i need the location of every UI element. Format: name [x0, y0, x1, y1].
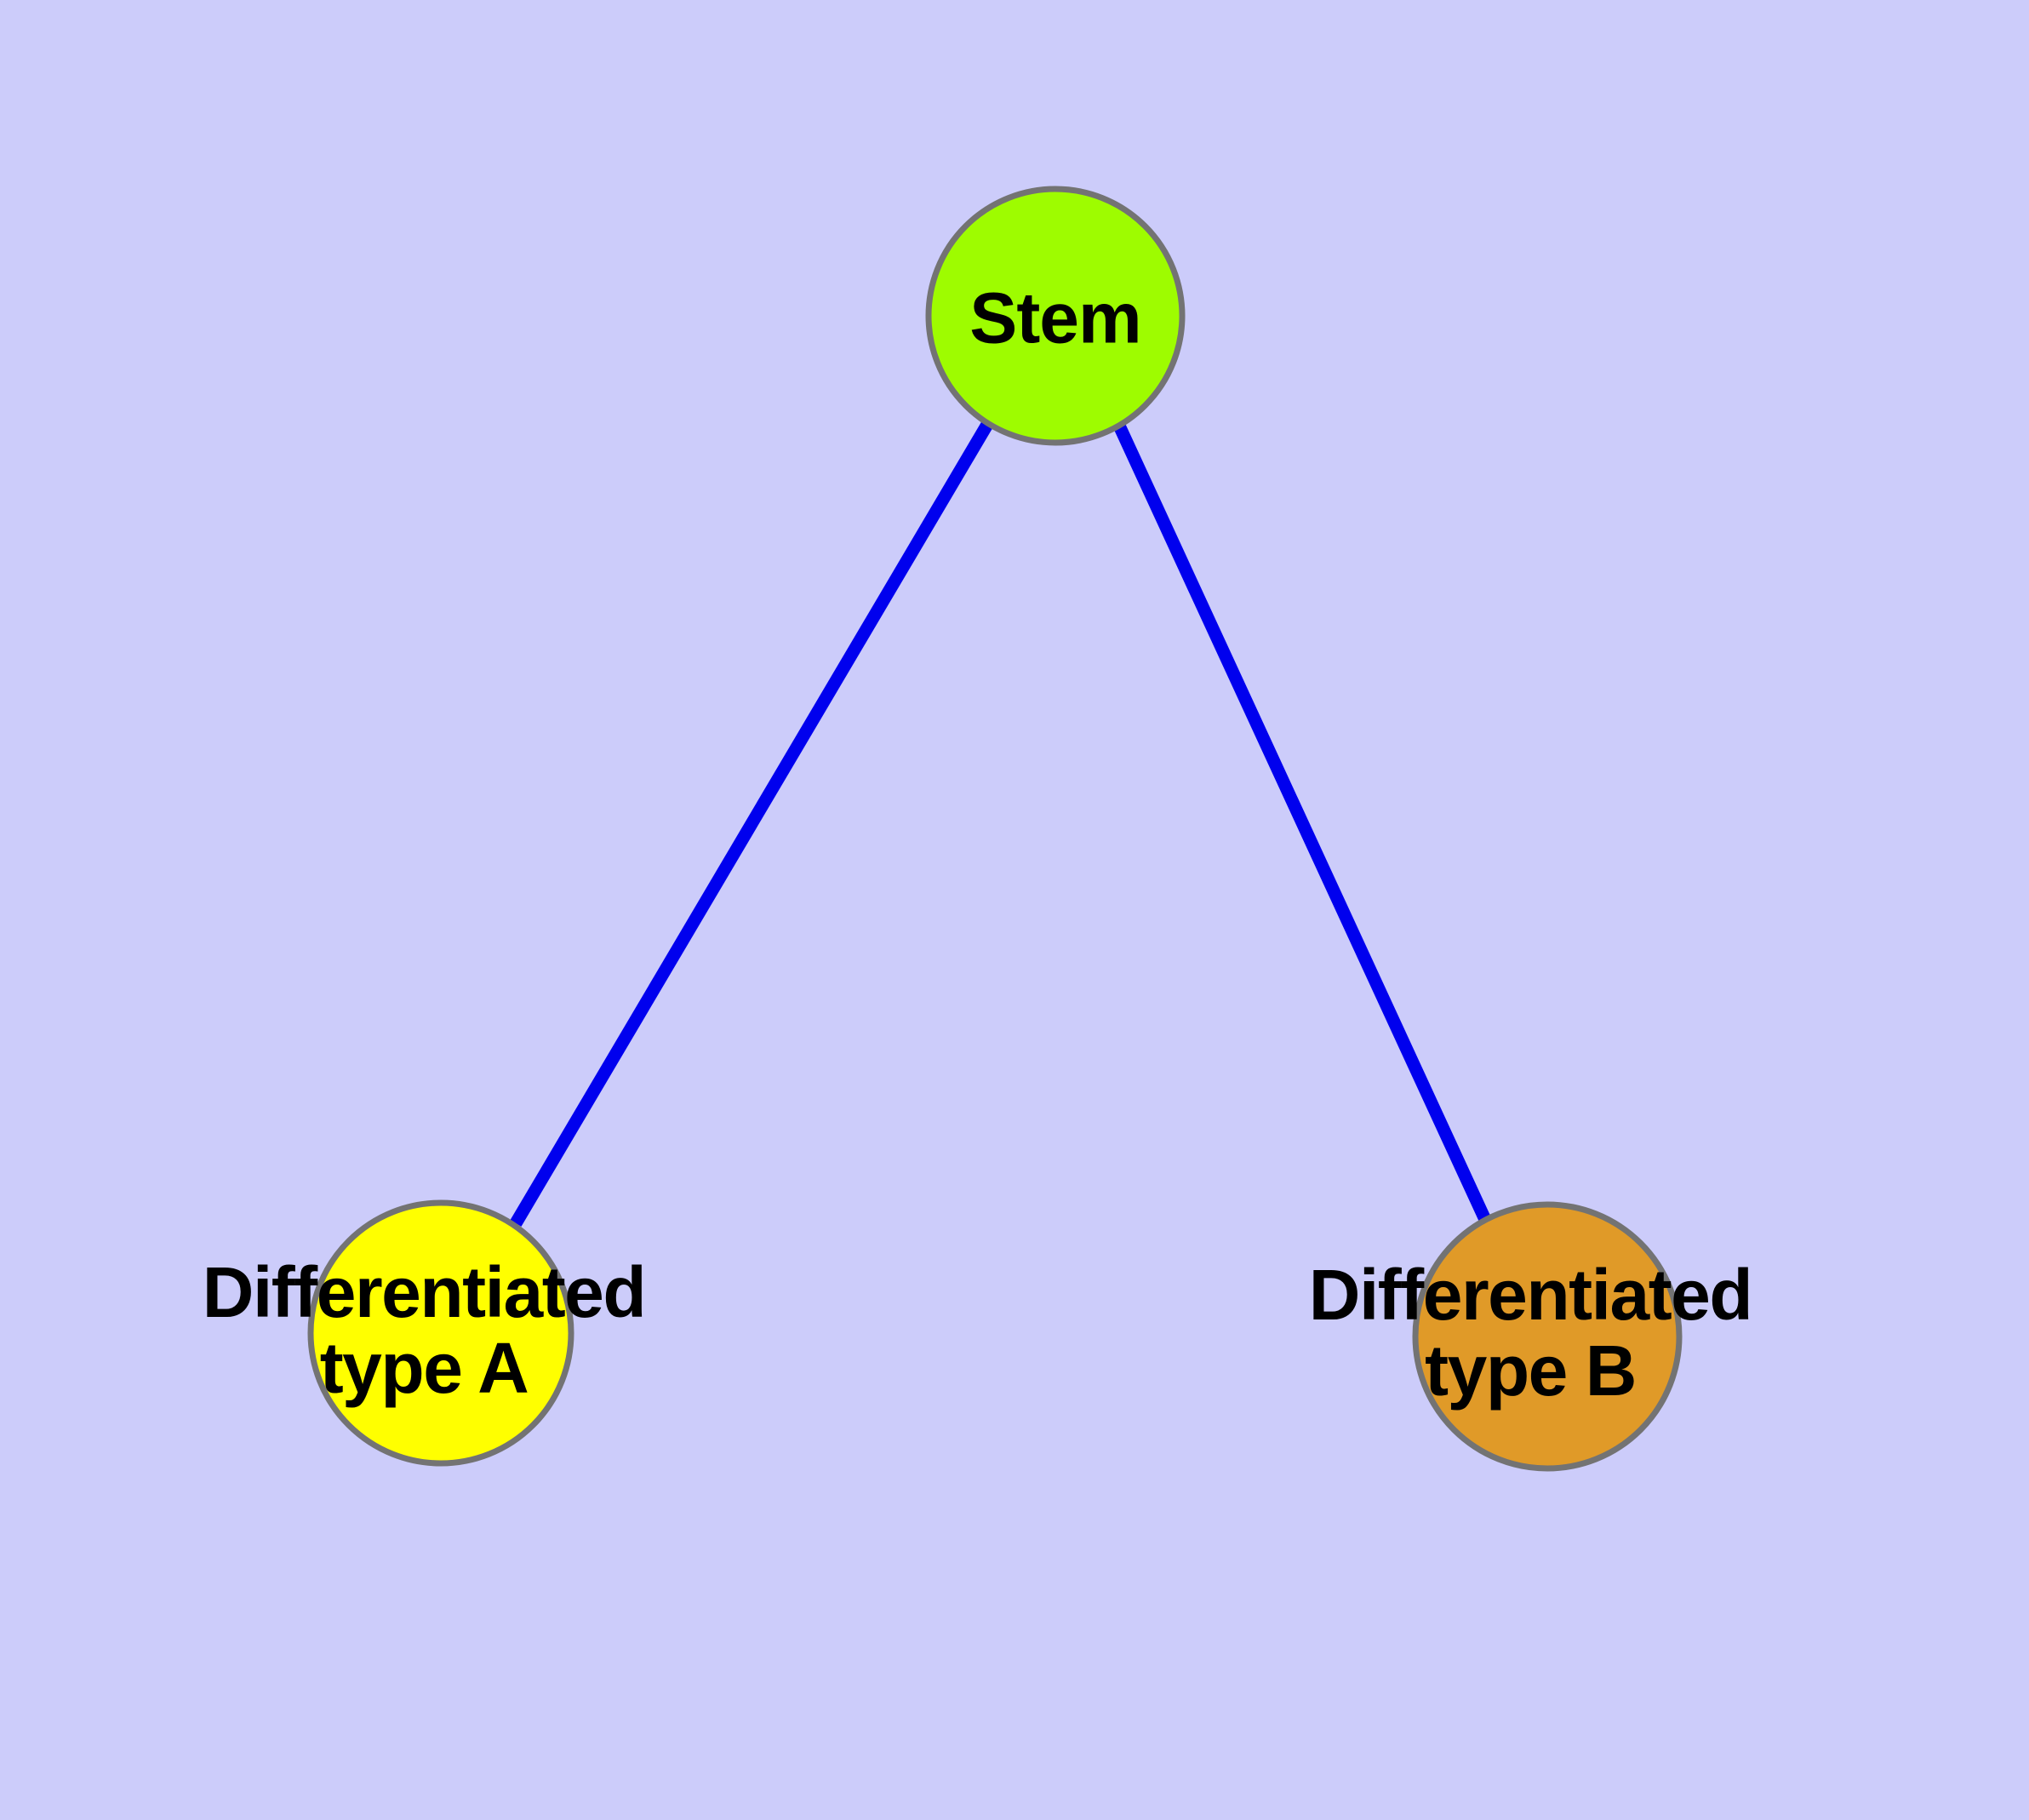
- edge-layer: [510, 420, 1493, 1227]
- node-type-b[interactable]: [1412, 1201, 1683, 1472]
- node-type-a[interactable]: [307, 1199, 574, 1467]
- edge-stem-to-type-b[interactable]: [1113, 422, 1493, 1227]
- node-layer: [307, 186, 1683, 1472]
- edge-stem-to-type-a[interactable]: [510, 420, 994, 1227]
- node-stem[interactable]: [925, 186, 1186, 446]
